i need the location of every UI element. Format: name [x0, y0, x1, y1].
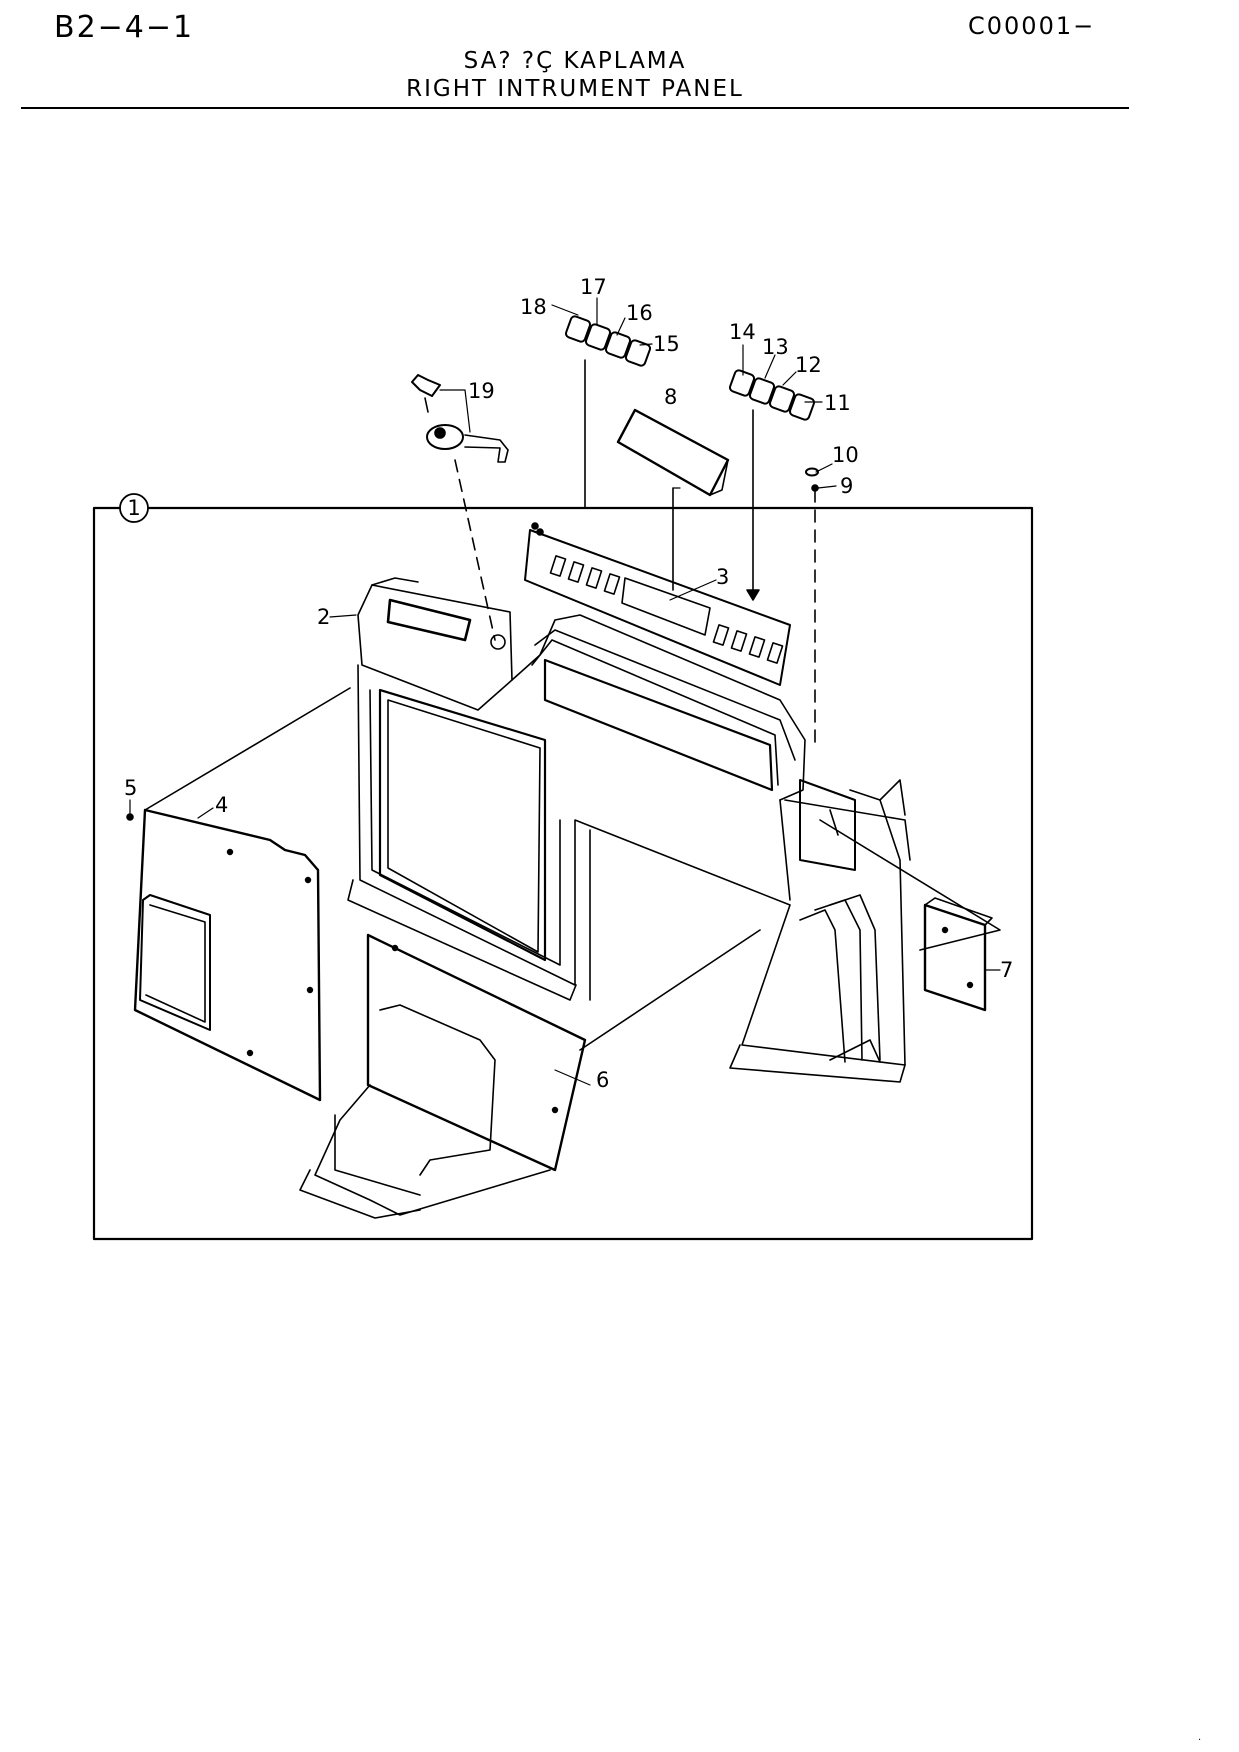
callout-leaders — [129, 297, 1001, 1086]
callout-10: 10 — [832, 443, 859, 467]
callout-12: 12 — [795, 353, 822, 377]
callout-15: 15 — [653, 332, 680, 356]
part-6-lower-panel — [299, 933, 587, 1219]
main-panel-body — [347, 577, 911, 1083]
callout-19: 19 — [468, 379, 495, 403]
callout-circle-1 — [119, 493, 149, 523]
switch-group-11-14 — [728, 369, 816, 421]
footer-mark: . — [1198, 1732, 1202, 1743]
page-code: B2−4−1 — [54, 10, 195, 45]
callout-9: 9 — [840, 474, 853, 498]
callout-14: 14 — [729, 320, 756, 344]
part-8-display-cover — [616, 408, 730, 497]
part-7-small-plate — [923, 897, 993, 1012]
callout-13: 13 — [762, 335, 789, 359]
header-rule — [21, 107, 1129, 109]
callout-3: 3 — [716, 565, 729, 589]
assembly-lines — [144, 359, 1001, 1051]
callout-5: 5 — [124, 776, 137, 800]
callout-6: 6 — [596, 1068, 609, 1092]
callout-7: 7 — [1000, 958, 1013, 982]
title-turkish: SA? ?Ç KAPLAMA — [463, 48, 687, 74]
parts-9-10-washer-screw — [531, 467, 819, 530]
callout-17: 17 — [580, 275, 607, 299]
part-3-switch-plate — [524, 528, 791, 686]
callout-4: 4 — [215, 793, 228, 817]
callout-16: 16 — [626, 301, 653, 325]
assembly-frame — [92, 506, 1034, 1241]
callout-1: 1 — [127, 496, 140, 520]
callout-8: 8 — [664, 385, 677, 409]
part-4-side-panel — [133, 808, 322, 1102]
callout-11: 11 — [824, 391, 851, 415]
title-english: RIGHT INTRUMENT PANEL — [406, 76, 744, 102]
callout-18: 18 — [520, 295, 547, 319]
document-code: C00001− — [968, 12, 1096, 40]
callout-2: 2 — [317, 605, 330, 629]
switch-group-15-18 — [564, 315, 652, 367]
part-19-ignition-switch — [411, 374, 509, 463]
